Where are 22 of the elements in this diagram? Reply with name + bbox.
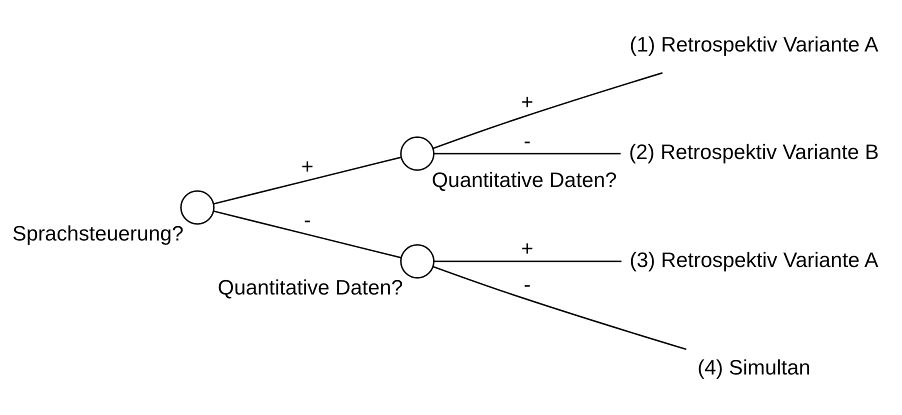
node-circle [400,244,435,279]
connector [433,266,686,350]
edge-label: - [524,274,531,297]
node-text: (4) Simultan [698,356,810,380]
edge-label: + [521,238,534,261]
node-label: Sprachsteuerung? [12,222,184,246]
connector [433,72,663,150]
connector [214,156,401,205]
node-text: (2) Retrospektiv Variante B [629,141,879,164]
connector [434,152,621,154]
node-text: (1) Retrospektiv Variante A [630,33,878,56]
edge-label: - [304,209,311,232]
connector [214,210,401,258]
edge-label: + [521,91,534,114]
connector [434,260,622,262]
node-label: Quantitative Daten? [218,276,403,300]
node-text: (3) Retrospektiv Variante A [630,248,878,272]
edge-label: + [301,155,314,178]
edge-label: - [524,130,531,153]
node-circle [180,190,215,225]
node-circle [400,136,435,171]
node-label: Quantitative Daten? [432,168,617,192]
